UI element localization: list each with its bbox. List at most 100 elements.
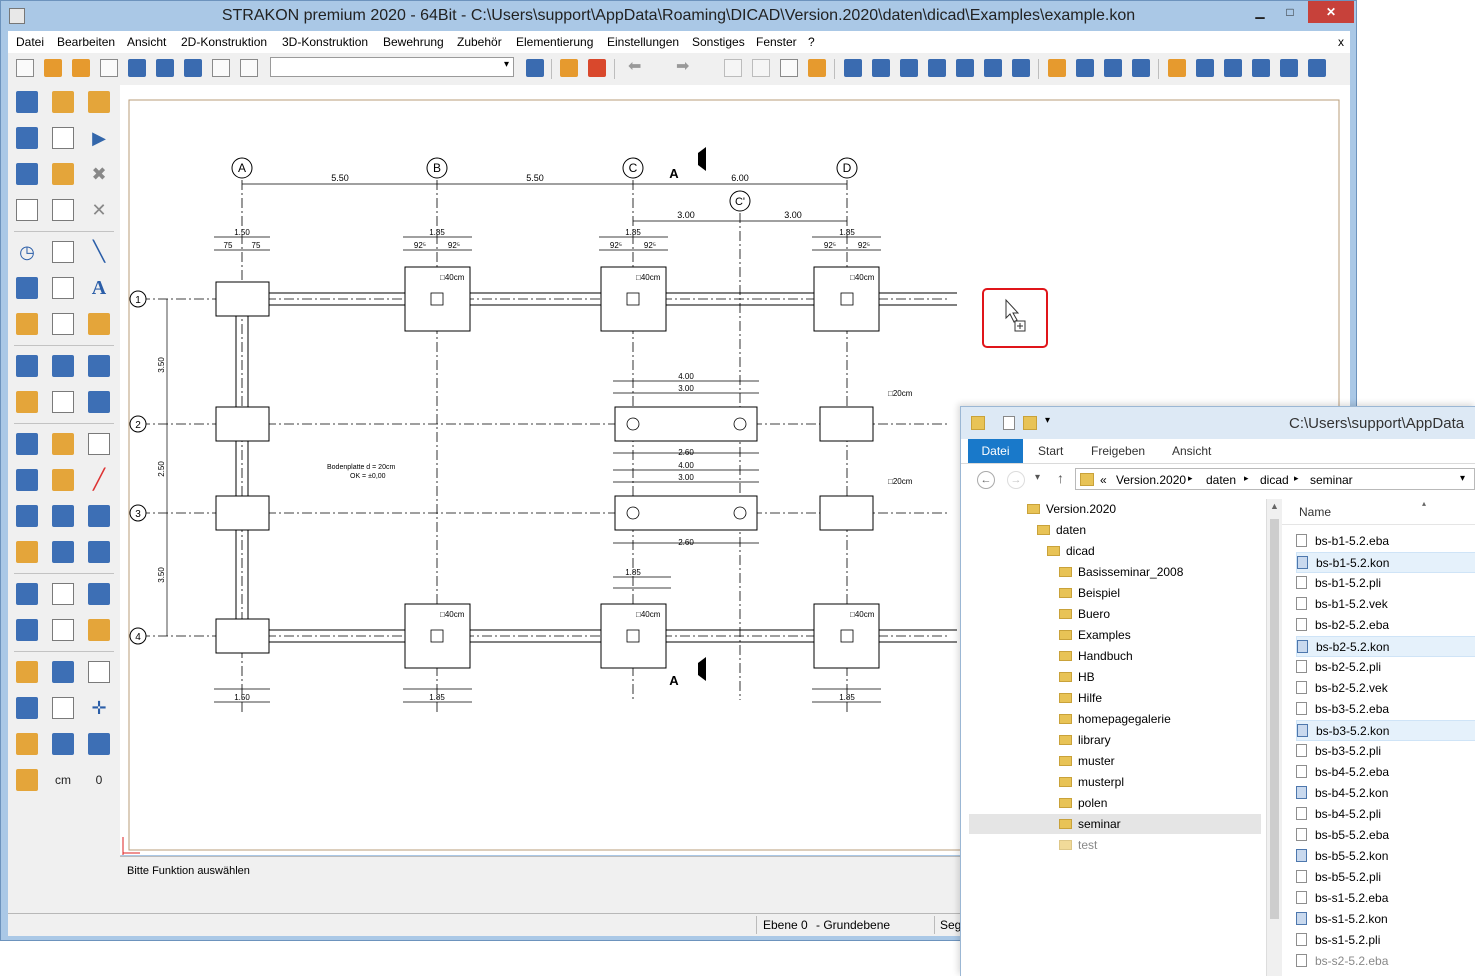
mesh-shape-icon[interactable] [52, 469, 74, 491]
select-rotate-icon[interactable] [1280, 59, 1298, 77]
rebar-tool-icon[interactable] [52, 391, 74, 413]
fill-tool-icon[interactable] [88, 313, 110, 335]
file-item[interactable]: bs-b3-5.2.kon [1296, 720, 1475, 741]
properties-icon[interactable] [1076, 59, 1094, 77]
file-item[interactable]: bs-b4-5.2.pli [1296, 804, 1475, 825]
undo-icon[interactable]: ⬅ [628, 58, 642, 75]
zoom-in-icon[interactable] [872, 59, 890, 77]
tree-item-beispiel[interactable]: Beispiel [1059, 583, 1120, 603]
maximize-button[interactable]: □ [1286, 5, 1294, 19]
ruler-tool-icon[interactable] [88, 733, 110, 755]
refresh-icon[interactable] [1012, 59, 1030, 77]
breadcrumb-seminar[interactable]: seminar [1310, 473, 1353, 487]
file-item[interactable]: bs-b3-5.2.pli [1296, 741, 1475, 762]
back-arrow-icon[interactable]: ← [977, 471, 995, 489]
select-all-icon[interactable] [1308, 59, 1326, 77]
trim-tool-icon[interactable] [52, 199, 74, 221]
zoom-previous-icon[interactable] [984, 59, 1002, 77]
ribbon-tab-freigeben[interactable]: Freigeben [1091, 444, 1146, 458]
file-item[interactable]: bs-b3-5.2.eba [1296, 699, 1475, 720]
tree-item-hb[interactable]: HB [1059, 667, 1095, 687]
file-item[interactable]: bs-b5-5.2.eba [1296, 825, 1475, 846]
document-tool-icon[interactable] [52, 127, 74, 149]
measure-icon[interactable] [1132, 59, 1150, 77]
file-item[interactable]: bs-b1-5.2.pli [1296, 573, 1475, 594]
file-item[interactable]: bs-b2-5.2.pli [1296, 657, 1475, 678]
eraser-tool-icon[interactable] [52, 697, 74, 719]
hatch-tool-icon[interactable] [16, 313, 38, 335]
pen-tool-icon[interactable] [16, 199, 38, 221]
tree-item-test[interactable]: test [1059, 835, 1097, 855]
file-item[interactable]: bs-s1-5.2.kon [1296, 909, 1475, 930]
play-icon[interactable]: ▶ [92, 128, 106, 148]
recent-locations-icon[interactable]: ▾ [1035, 472, 1041, 483]
up-arrow-icon[interactable]: ↑ [1057, 470, 1064, 486]
select-icon[interactable] [1196, 59, 1214, 77]
menu-datei[interactable]: Datei [16, 35, 45, 49]
redo-icon[interactable]: ➡ [676, 58, 690, 75]
file-item[interactable]: bs-b2-5.2.kon [1296, 636, 1475, 657]
tree-item-dicad[interactable]: dicad [1047, 541, 1095, 561]
zoom-out-icon[interactable] [956, 59, 974, 77]
forward-arrow-icon[interactable]: → [1007, 471, 1025, 489]
mesh-tool-icon[interactable] [16, 469, 38, 491]
list-tool-icon[interactable] [16, 583, 38, 605]
chevron-down-icon[interactable]: ▾ [503, 59, 509, 70]
new-file-icon[interactable] [16, 59, 34, 77]
close-tool-icon[interactable]: ✕ [91, 200, 107, 220]
zoom-window-icon[interactable] [900, 59, 918, 77]
window-tool-icon[interactable] [88, 541, 110, 563]
scrollbar-thumb[interactable] [1270, 519, 1279, 919]
level-tool-icon[interactable] [52, 733, 74, 755]
chart-tool-icon[interactable] [16, 541, 38, 563]
delete-element-icon[interactable]: ✖ [91, 164, 107, 184]
app-icon[interactable] [9, 8, 25, 24]
layout-icon[interactable] [212, 59, 230, 77]
breadcrumb-version[interactable]: Version.2020 [1116, 473, 1187, 487]
tree-item-version[interactable]: Version.2020 [1027, 499, 1116, 519]
select-line-icon[interactable] [1252, 59, 1270, 77]
breadcrumb-dicad[interactable]: dicad [1260, 473, 1289, 487]
line-tool-icon[interactable]: ╲ [92, 241, 106, 263]
dimension-tool-icon[interactable] [16, 277, 38, 299]
menu-einstellungen[interactable]: Einstellungen [607, 35, 680, 49]
tree-item-daten[interactable]: daten [1037, 520, 1086, 540]
building-tool-icon[interactable] [16, 661, 38, 683]
select-window-icon[interactable] [1224, 59, 1242, 77]
save-icon[interactable] [128, 59, 146, 77]
file-item[interactable]: bs-b2-5.2.eba [1296, 615, 1475, 636]
text-tool-icon[interactable]: A [91, 277, 107, 299]
block-tool-icon[interactable] [52, 355, 74, 377]
group-tool-icon[interactable] [52, 163, 74, 185]
close-button[interactable]: ✕ [1308, 1, 1354, 23]
tree-item-musterpl[interactable]: musterpl [1059, 772, 1124, 792]
copy-file-icon[interactable] [100, 59, 118, 77]
menu-zubehoer[interactable]: Zubehör [457, 35, 502, 49]
print-icon[interactable] [560, 59, 578, 77]
file-item[interactable]: bs-b1-5.2.vek [1296, 594, 1475, 615]
menu-bearbeiten[interactable]: Bearbeiten [57, 35, 116, 49]
file-item[interactable]: bs-b4-5.2.kon [1296, 783, 1475, 804]
menu-2d-konstruktion[interactable]: 2D-Konstruktion [181, 35, 268, 49]
tree-item-homepagegalerie[interactable]: homepagegalerie [1059, 709, 1171, 729]
file-item[interactable]: bs-s1-5.2.eba [1296, 888, 1475, 909]
plot-icon[interactable] [588, 59, 606, 77]
chevron-down-icon[interactable]: ▾ [1460, 473, 1466, 484]
menu-sonstiges[interactable]: Sonstiges [692, 35, 745, 49]
menu-bewehrung[interactable]: Bewehrung [383, 35, 444, 49]
file-item[interactable]: bs-b1-5.2.eba [1296, 531, 1475, 552]
3d-tool-icon[interactable] [88, 391, 110, 413]
column-header-name[interactable]: Name [1299, 505, 1332, 519]
people-tool-icon[interactable] [52, 541, 74, 563]
tree-item-hilfe[interactable]: Hilfe [1059, 688, 1102, 708]
settings-tool-icon[interactable] [16, 733, 38, 755]
zoom-icon[interactable] [844, 59, 862, 77]
menu-fenster[interactable]: Fenster [756, 35, 797, 49]
frame-tool-icon[interactable] [88, 661, 110, 683]
open-folder-icon[interactable] [44, 59, 62, 77]
cut-icon[interactable] [724, 59, 742, 77]
tool-2-icon[interactable] [52, 91, 74, 113]
save-all-icon[interactable] [184, 59, 202, 77]
clock-tool-icon[interactable] [16, 769, 38, 791]
folder-icon[interactable] [971, 416, 985, 430]
